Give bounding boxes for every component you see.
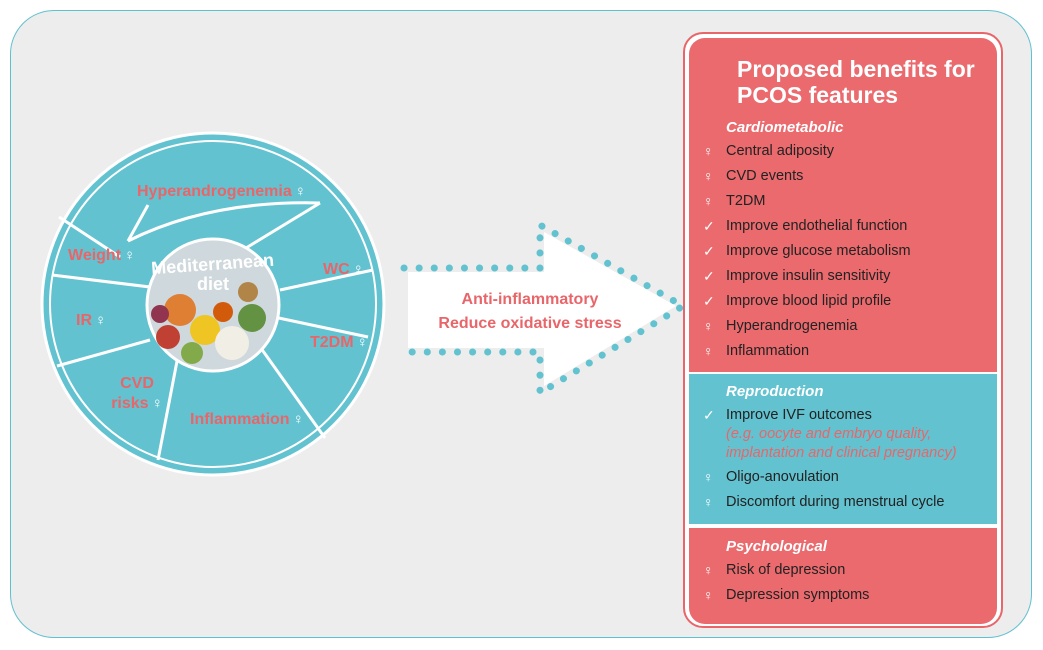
list-item: ✓ Improve insulin sensitivity (703, 266, 997, 291)
item-text: Improve IVF outcomes (e.g. oocyte and em… (726, 405, 957, 463)
item-label: Depression symptoms (726, 587, 870, 603)
section-reproduction: Reproduction ✓ Improve IVF outcomes (e.g… (689, 374, 997, 524)
list-item: ✓ Improve IVF outcomes (e.g. oocyte and … (703, 405, 997, 467)
item-label: Oligo-anovulation (726, 469, 839, 485)
item-label: Central adiposity (726, 143, 834, 159)
panel-title: Proposed benefits for PCOS features (737, 56, 997, 108)
decrease-icon: ♀ (352, 261, 364, 278)
decrease-icon: ♀ (703, 587, 714, 603)
list-item: ♀ Oligo-anovulation (703, 467, 997, 492)
list-item: ✓ Improve endothelial function (703, 216, 997, 241)
section-heading-cardiometabolic: Cardiometabolic (726, 119, 844, 136)
item-label: Improve insulin sensitivity (726, 268, 891, 284)
decrease-icon: ♀ (703, 168, 714, 184)
item-note-line-1: (e.g. oocyte and embryo quality, (726, 426, 932, 442)
section-psychological: Psychological ♀ Risk of depression ♀ Dep… (689, 528, 997, 624)
wheel-dividers (51, 201, 374, 461)
list-item: ♀ Hyperandrogenemia (703, 316, 997, 341)
list-cardiometabolic: ♀ Central adiposity ♀ CVD events ♀ T2DM ✓ Impro… (703, 141, 997, 366)
wheel-inner-border (49, 140, 377, 468)
list-item: ♀ T2DM (703, 191, 997, 216)
item-label: T2DM (726, 193, 766, 209)
decrease-icon: ♀ (703, 469, 714, 485)
item-label: Improve IVF outcomes (726, 407, 872, 423)
dotted-arrow (400, 218, 690, 400)
list-item: ♀ Central adiposity (703, 141, 997, 166)
segment-hyperandrogenemia: Hyperandrogenemia♀ (137, 182, 306, 202)
segment-label: T2DM (310, 334, 354, 351)
segment-label: Weight (68, 247, 122, 264)
center-title-diet: diet (197, 274, 229, 294)
segment-label: WC (323, 261, 350, 278)
check-icon: ✓ (703, 268, 715, 284)
list-item: ♀ Depression symptoms (703, 585, 997, 610)
item-note-line-2: implantation and clinical pregnancy) (726, 445, 957, 461)
section-heading-reproduction: Reproduction (726, 383, 824, 400)
segment-label: Inflammation (190, 411, 290, 428)
decrease-icon: ♀ (151, 395, 163, 412)
item-label: Improve endothelial function (726, 218, 908, 234)
panel-title-line-1: Proposed benefits for (737, 56, 975, 82)
list-item: ♀ Discomfort during menstrual cycle (703, 492, 997, 517)
decrease-icon: ♀ (703, 494, 714, 510)
segment-wc: WC♀ (323, 260, 364, 280)
decrease-icon: ♀ (703, 343, 714, 359)
list-item: ♀ CVD events (703, 166, 997, 191)
list-item: ♀ Risk of depression (703, 560, 997, 585)
decrease-icon: ♀ (703, 562, 714, 578)
list-item: ✓ Improve blood lipid profile (703, 291, 997, 316)
item-label: Discomfort during menstrual cycle (726, 494, 945, 510)
item-label: Improve glucose metabolism (726, 243, 911, 259)
list-item: ✓ Improve glucose metabolism (703, 241, 997, 266)
decrease-icon: ♀ (703, 318, 714, 334)
arrow-fill (408, 232, 676, 386)
item-label: Hyperandrogenemia (726, 318, 858, 334)
segment-inflammation: Inflammation♀ (190, 410, 304, 430)
section-heading-psychological: Psychological (726, 538, 827, 555)
panel-title-line-2: PCOS features (737, 82, 899, 108)
item-label: Risk of depression (726, 562, 846, 578)
item-label: Inflammation (726, 343, 810, 359)
segment-label: Hyperandrogenemia (137, 183, 292, 200)
check-icon: ✓ (703, 218, 715, 234)
segment-label: CVD risks (111, 375, 154, 412)
benefits-panel: Proposed benefits for PCOS features Card… (683, 32, 1003, 628)
food-image (151, 282, 266, 364)
check-icon: ✓ (703, 293, 715, 309)
segment-t2dm: T2DM♀ (310, 333, 368, 353)
arrow-caption: Anti-inflammatory Reduce oxidative stres… (400, 288, 660, 336)
decrease-icon: ♀ (95, 312, 107, 329)
check-icon: ✓ (703, 243, 715, 259)
decrease-icon: ♀ (703, 143, 714, 159)
arrow-line-1: Anti-inflammatory (461, 291, 599, 308)
check-icon: ✓ (703, 407, 715, 423)
decrease-icon: ♀ (703, 193, 714, 209)
decrease-icon: ♀ (294, 183, 306, 200)
list-item: ♀ Inflammation (703, 341, 997, 366)
segment-weight: Weight♀ (68, 246, 135, 266)
item-label: Improve blood lipid profile (726, 293, 892, 309)
segment-cvd-risks: CVD risks♀ (102, 374, 172, 414)
arrow-line-2: Reduce oxidative stress (438, 315, 622, 332)
decrease-icon: ♀ (292, 411, 304, 428)
section-cardiometabolic: Proposed benefits for PCOS features Card… (689, 38, 997, 372)
segment-ir: IR♀ (76, 311, 106, 331)
item-label: CVD events (726, 168, 804, 184)
segment-label: IR (76, 312, 92, 329)
decrease-icon: ♀ (356, 334, 368, 351)
decrease-icon: ♀ (124, 247, 136, 264)
